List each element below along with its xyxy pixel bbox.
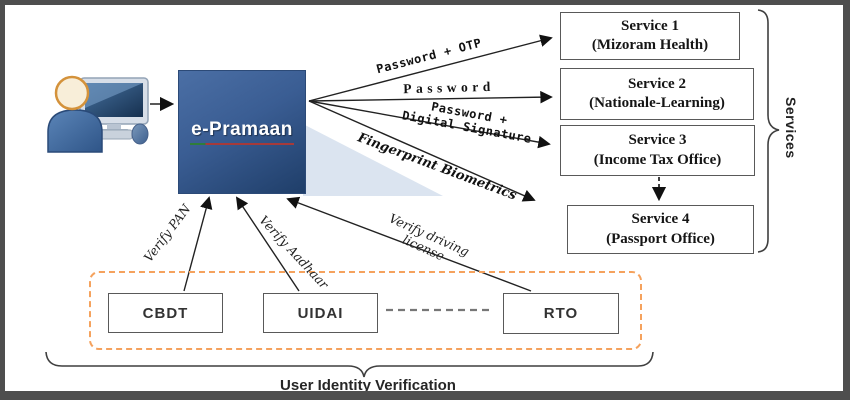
service-node-1: Service 1 (Mizoram Health) (560, 12, 740, 60)
monitor-stand (107, 124, 121, 129)
service-subtitle: (Income Tax Office) (593, 151, 722, 168)
uidai-to-hub-arrow (235, 196, 300, 292)
beam-wedge (303, 124, 443, 196)
auth-arrow-service1 (308, 34, 553, 102)
auth-arrow-service4 (308, 100, 536, 202)
service-subtitle: (Nationale-Learning) (589, 95, 725, 111)
agency-name: CBDT (142, 304, 189, 322)
service-node-2: Service 2 (Nationale-Learning) (560, 68, 754, 120)
identity-verification-group-label: User Identity Verification (280, 377, 456, 394)
auth-arrow-service3 (308, 100, 551, 149)
service-title: Service 3 (628, 132, 687, 148)
user-at-computer-icon (47, 75, 149, 153)
screen-glare (85, 83, 143, 108)
epramaan-hub-node: e-Pramaan (178, 70, 306, 194)
service-title: Service 1 (621, 17, 679, 34)
mouse-icon (131, 123, 149, 145)
services-brace (757, 9, 780, 253)
identity-verification-boundary (89, 271, 642, 350)
service-subtitle: (Passport Office) (606, 230, 715, 247)
identity-verification-brace (45, 351, 654, 378)
service-node-4: Service 4 (Passport Office) (567, 205, 754, 254)
auth-arrow-service2 (308, 90, 553, 104)
epramaan-label: e-Pramaan (191, 119, 293, 140)
auth-label-password: Password (403, 78, 495, 97)
agency-name: UIDAI (297, 304, 344, 322)
service-subtitle: (Mizoram Health) (591, 37, 709, 53)
agency-node-cbdt: CBDT (108, 293, 223, 333)
person-body (47, 109, 103, 153)
service-node-3: Service 3 (Income Tax Office) (560, 125, 755, 176)
service-title: Service 2 (628, 75, 686, 92)
epramaan-tricolor-underline (190, 143, 294, 145)
cbdt-to-hub-arrow (183, 196, 213, 292)
person-head (54, 75, 90, 111)
service-title: Service 4 (631, 211, 690, 227)
rto-to-hub-arrow (286, 196, 532, 292)
agency-node-uidai: UIDAI (263, 293, 378, 333)
agency-name: RTO (543, 305, 579, 322)
services-group-label: Services (783, 97, 799, 159)
agency-node-rto: RTO (503, 293, 619, 334)
